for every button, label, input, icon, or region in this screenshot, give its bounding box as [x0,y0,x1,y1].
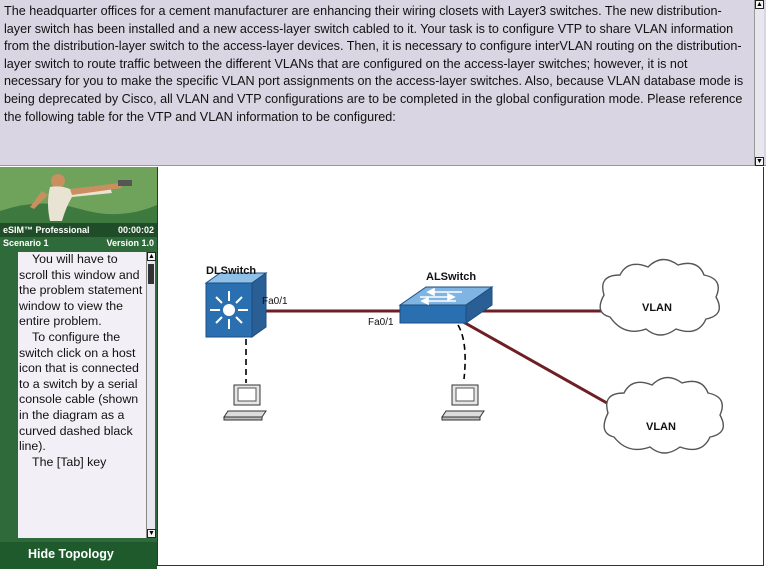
alswitch-icon[interactable] [398,286,494,324]
hero-image [0,167,157,223]
scenario-bar: Scenario 1 Version 1.0 [0,237,157,250]
version-label: Version 1.0 [106,238,154,248]
instruction-paragraph: The [Tab] key [32,454,107,469]
topology-canvas: DLSwitch ALSwitch Fa0/1 Fa0/1 VLAN VLAN [157,167,764,566]
instructions-scrollbar[interactable]: ▲ ▼ [146,252,156,538]
scroll-thumb[interactable] [148,264,154,284]
scenario-label: Scenario 1 [3,238,49,248]
dlswitch-icon[interactable] [204,272,268,338]
al-console-cable [457,324,466,380]
problem-statement-panel: The headquarter offices for a cement man… [0,0,766,166]
instruction-paragraph: You will have to scroll this window and … [19,252,143,329]
instructions-panel: You will have to scroll this window and … [18,252,147,538]
sidebar: eSIM™ Professional 00:00:02 Scenario 1 V… [0,167,157,569]
scroll-down-arrow-icon[interactable]: ▼ [755,157,764,166]
hide-topology-label: Hide Topology [28,547,114,561]
vlan-label: VLAN [646,421,676,433]
hero-figure-icon [0,167,157,223]
al-host-pc-icon[interactable] [441,384,485,421]
instruction-paragraph: To configure the switch click on a host … [19,329,139,454]
problem-statement-text: The headquarter offices for a cement man… [4,4,744,124]
scroll-up-arrow-icon[interactable]: ▲ [147,252,156,261]
hide-topology-button[interactable]: Hide Topology [0,542,157,569]
al-vlan2-link [457,317,615,409]
vlan-cloud-icon [603,376,724,454]
alswitch-label: ALSwitch [426,271,477,283]
vlan-label: VLAN [642,302,672,314]
scroll-down-arrow-icon[interactable]: ▼ [147,529,156,538]
al-port-label: Fa0/1 [368,317,394,328]
brand-title: eSIM™ Professional [3,225,90,235]
dlswitch-label: DLSwitch [206,265,257,277]
dl-host-pc-icon[interactable] [223,384,267,421]
vlan-cloud-icon [599,258,720,336]
dl-port-label: Fa0/1 [262,296,288,307]
problem-scrollbar[interactable]: ▲ ▼ [754,0,764,166]
timer: 00:00:02 [117,225,154,235]
topology-diagram [204,258,724,454]
scroll-up-arrow-icon[interactable]: ▲ [755,0,764,9]
brand-bar: eSIM™ Professional 00:00:02 [0,223,157,237]
